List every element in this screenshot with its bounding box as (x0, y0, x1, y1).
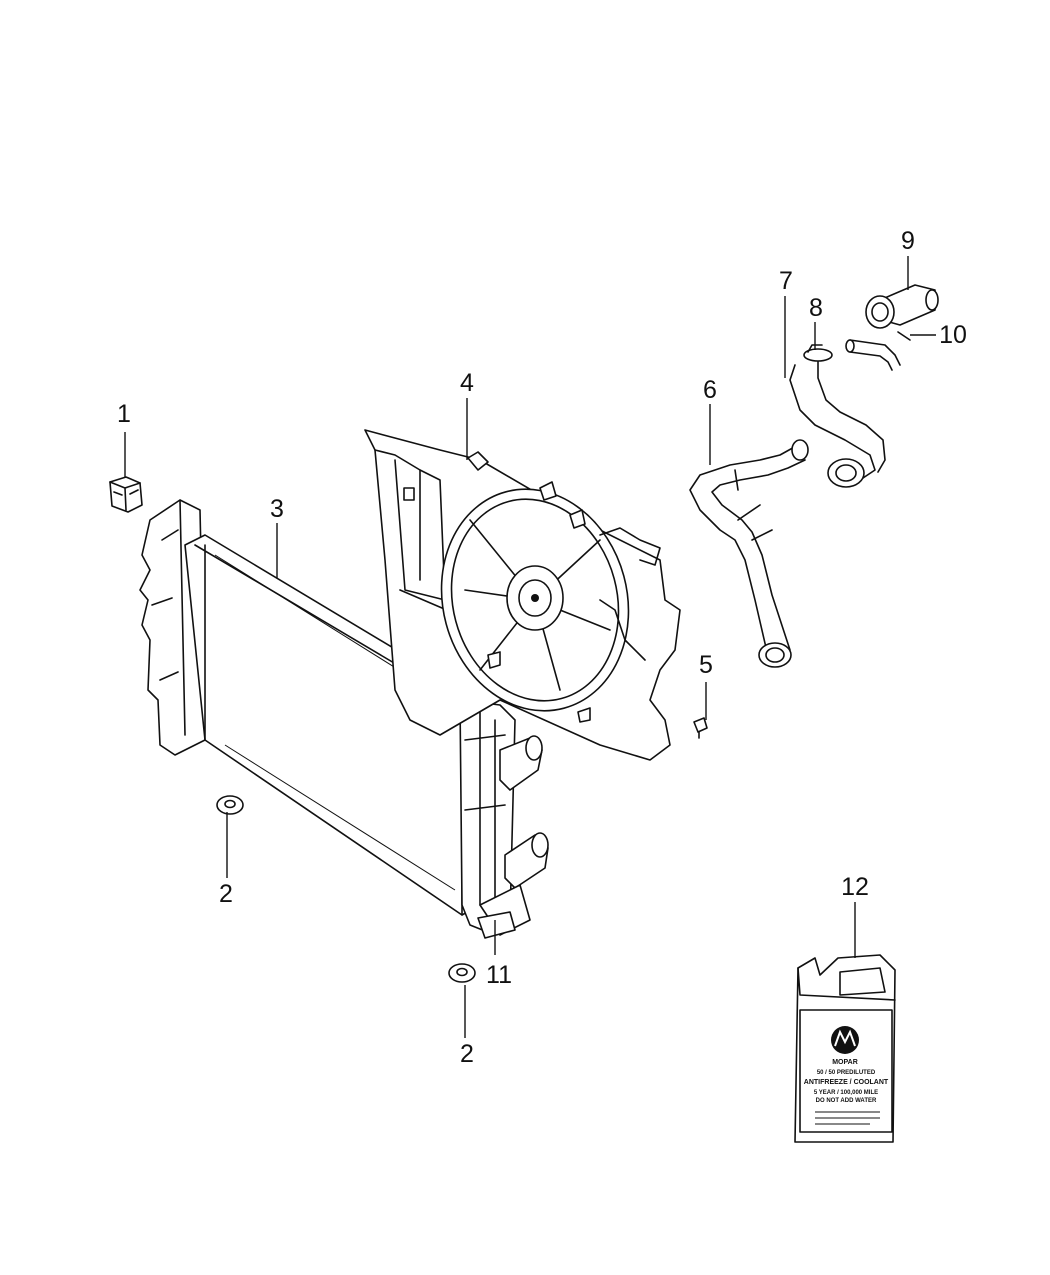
callout-7: 7 (779, 267, 793, 295)
part-12-coolant-jug: MOPAR 50 / 50 PREDILUTED ANTIFREEZE / CO… (794, 954, 896, 1143)
coolant-line4: DO NOT ADD WATER (816, 1098, 877, 1104)
coolant-line2: ANTIFREEZE / COOLANT (804, 1079, 889, 1086)
callout-3: 3 (270, 495, 284, 523)
part-7-upper-hose (789, 359, 886, 488)
callout-11: 11 (486, 961, 512, 989)
part-8-clamp (803, 344, 833, 362)
callout-6: 6 (703, 376, 717, 404)
callout-2a: 2 (219, 880, 233, 908)
callout-12: 12 (841, 873, 869, 901)
mopar-logo-icon (831, 1026, 859, 1054)
part-11-bracket (477, 911, 516, 939)
part-1-clip (109, 476, 143, 513)
part-4-fan-shroud (364, 429, 681, 761)
callout-10: 10 (939, 321, 967, 349)
callout-4: 4 (460, 369, 474, 397)
part-10-small-hose (845, 331, 911, 371)
coolant-brand: MOPAR (832, 1059, 858, 1066)
part-2-grommet-lower (448, 963, 476, 983)
leader-lines (124, 256, 936, 1038)
part-5-screw (693, 717, 708, 739)
part-3-radiator (139, 499, 549, 936)
callout-5: 5 (699, 651, 713, 679)
callout-2b: 2 (460, 1040, 474, 1068)
part-9-connector (865, 284, 939, 329)
part-2-grommet-upper (216, 795, 244, 815)
coolant-line3: 5 YEAR / 100,000 MILE (814, 1090, 878, 1096)
callout-labels: 1 2 2 3 4 5 6 7 8 9 10 11 12 (117, 227, 967, 1068)
callout-1: 1 (117, 400, 131, 428)
callout-8: 8 (809, 294, 823, 322)
callout-9: 9 (901, 227, 915, 255)
coolant-line1: 50 / 50 PREDILUTED (817, 1070, 876, 1076)
part-6-lower-hose (689, 439, 809, 668)
